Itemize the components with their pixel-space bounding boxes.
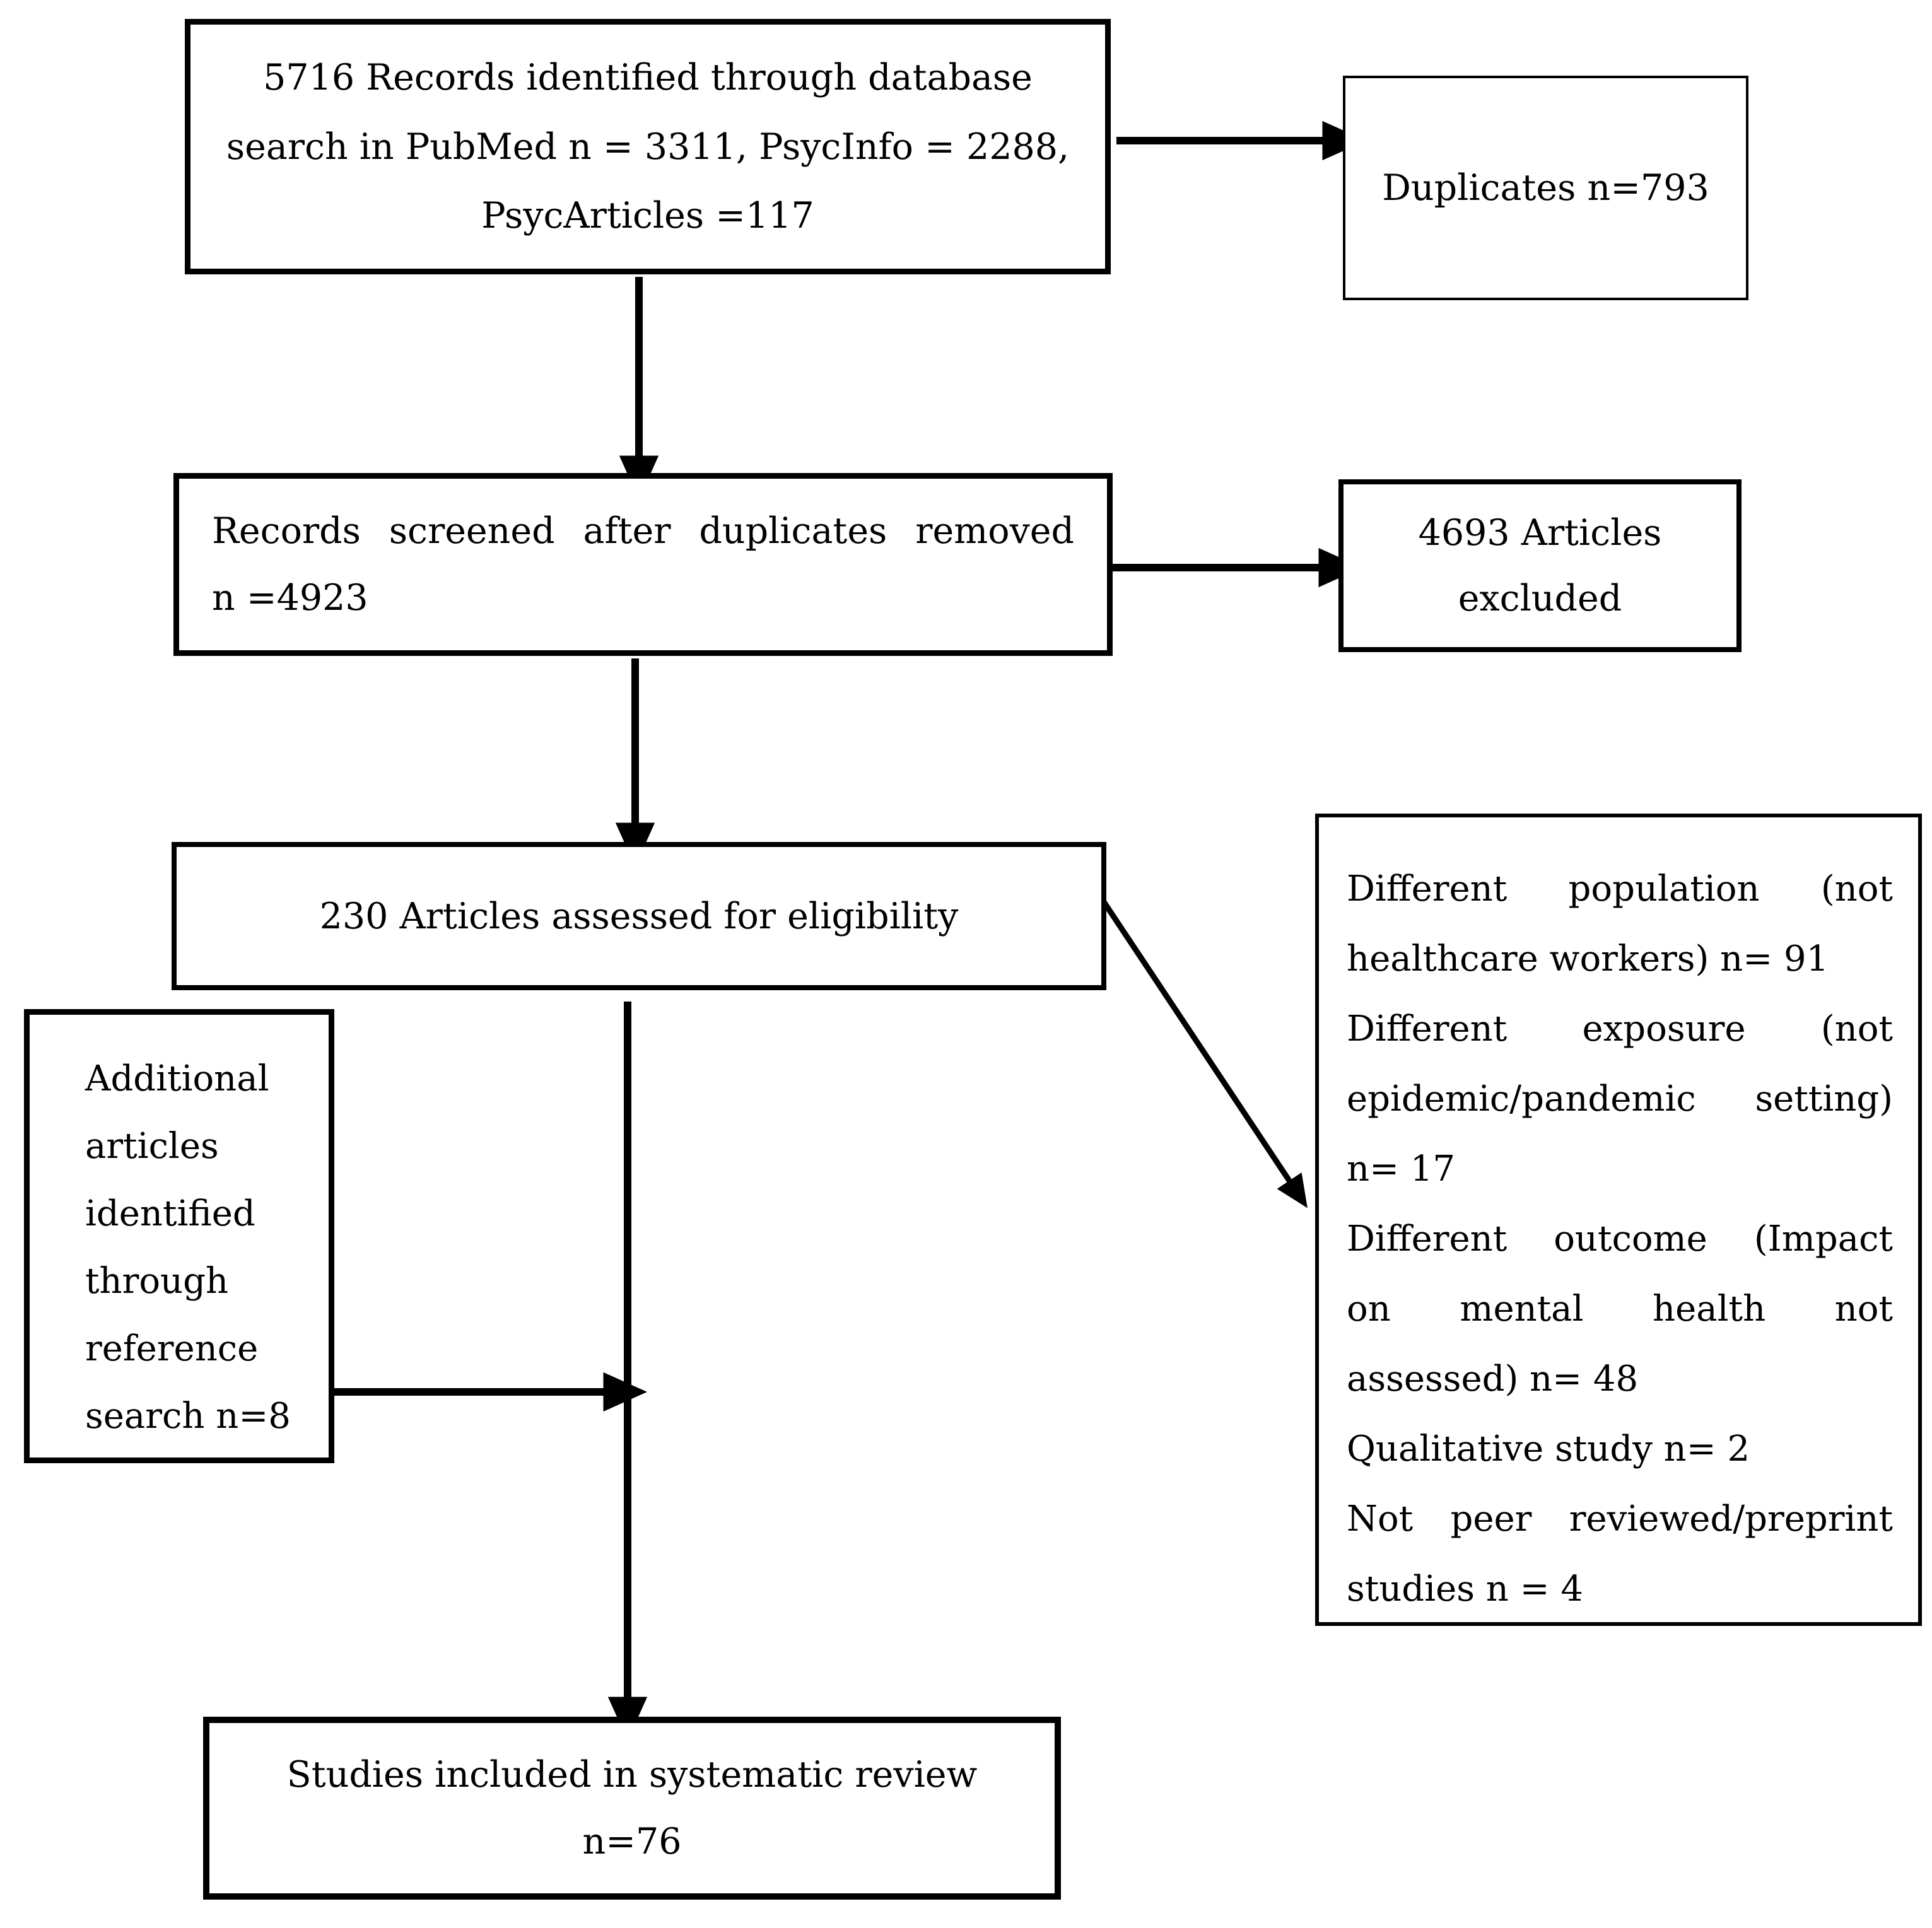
additional-articles-line-5: reference [85, 1328, 259, 1369]
additional-articles-line-2: articles [85, 1126, 219, 1167]
arrow-eligibility-to-exclusion-reasons [1101, 900, 1308, 1208]
additional-articles-line-6: search n=8 [85, 1396, 291, 1437]
exclusion-reason-line-10: Not peer reviewed/preprint [1347, 1499, 1893, 1539]
exclusion-reason-line-6: Different outcome (Impact [1347, 1218, 1893, 1259]
additional-articles-line-3: identified [85, 1193, 255, 1234]
box-exclusion-reasons: Different population (not healthcare wor… [1315, 814, 1922, 1626]
box-studies-included: Studies included in systematic review n=… [203, 1717, 1061, 1900]
box-articles-excluded: 4693 Articles excluded [1338, 479, 1742, 652]
records-identified-line-1: 5716 Records identified through database [263, 57, 1033, 99]
records-screened-count: n =4923 [212, 577, 368, 619]
box-records-screened: Records screened after duplicates remove… [173, 473, 1113, 656]
exclusion-reason-line-4: epidemic/pandemic setting) [1347, 1078, 1893, 1119]
studies-included-count: n=76 [582, 1821, 682, 1863]
exclusion-reason-line-8: assessed) n= 48 [1347, 1358, 1639, 1399]
exclusion-reason-line-7: on mental health not [1347, 1288, 1893, 1329]
articles-excluded-line-1: 4693 Articles [1418, 512, 1662, 554]
records-identified-line-2: search in PubMed n = 3311, PsycInfo = 22… [226, 126, 1070, 168]
records-identified-line-3: PsycArticles =117 [481, 194, 814, 237]
additional-articles-line-1: Additional [85, 1058, 269, 1099]
box-assessed-eligibility: 230 Articles assessed for eligibility [172, 842, 1106, 990]
articles-excluded-line-2: excluded [1458, 578, 1622, 619]
exclusion-reason-line-11: studies n = 4 [1347, 1569, 1583, 1610]
box-records-identified: 5716 Records identified through database… [185, 19, 1111, 274]
assessed-eligibility-label: 230 Articles assessed for eligibility [319, 895, 959, 937]
box-additional-articles: Additional articles identified through r… [24, 1009, 334, 1463]
duplicates-label: Duplicates n=793 [1382, 167, 1709, 209]
exclusion-reason-line-1: Different population (not [1347, 868, 1893, 909]
additional-articles-line-4: through [85, 1261, 229, 1302]
box-duplicates: Duplicates n=793 [1343, 76, 1748, 300]
studies-included-line-1: Studies included in systematic review [286, 1753, 978, 1796]
exclusion-reason-line-5: n= 17 [1347, 1148, 1456, 1189]
exclusion-reason-line-9: Qualitative study n= 2 [1347, 1428, 1750, 1469]
exclusion-reason-line-2: healthcare workers) n= 91 [1347, 938, 1829, 979]
records-screened-line-1: Records screened after duplicates remove… [212, 510, 1074, 552]
exclusion-reason-line-3: Different exposure (not [1347, 1008, 1893, 1049]
